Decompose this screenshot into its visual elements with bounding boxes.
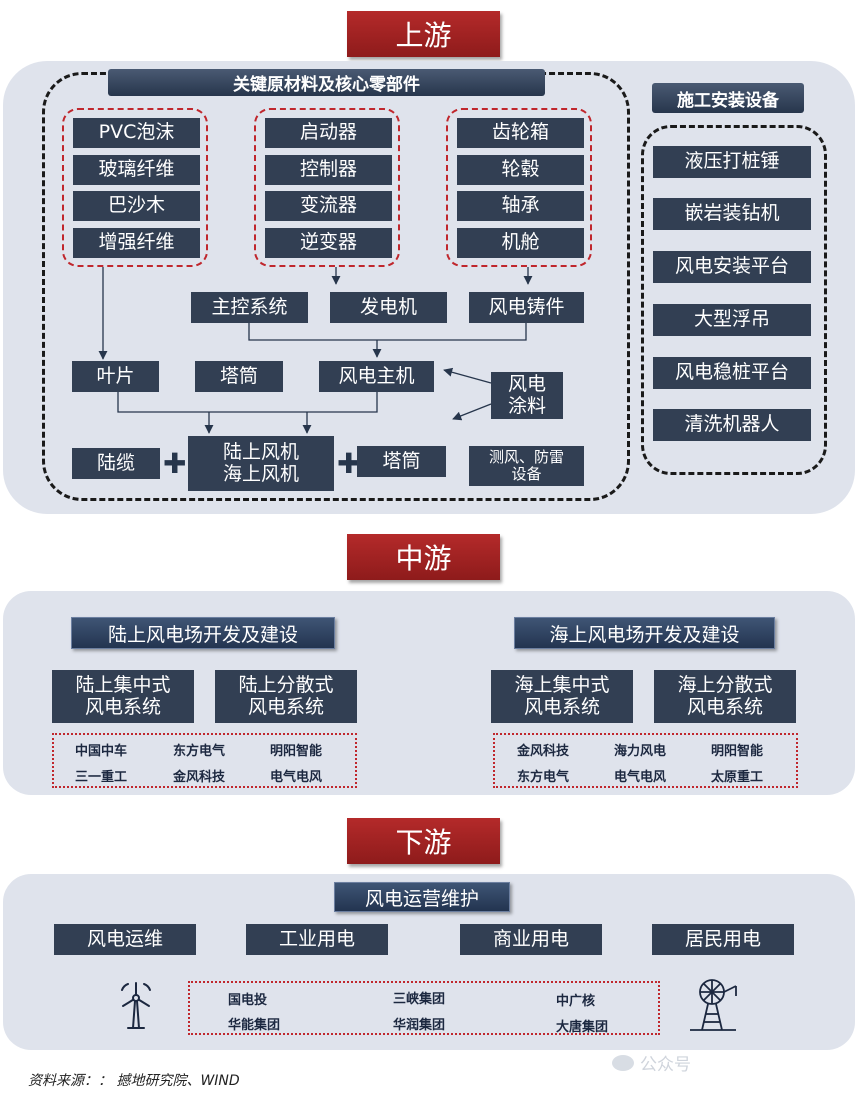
component-gearbox: 齿轮箱: [457, 118, 584, 148]
company-name: 电气电风: [270, 770, 323, 785]
install-item-installation-platform: 风电安装平台: [653, 251, 811, 283]
component-starter: 启动器: [265, 118, 392, 148]
downstream-header: 风电运营维护: [334, 882, 510, 912]
midstream-stage-label: 中游: [347, 534, 500, 580]
install-header: 施工安装设备: [652, 83, 804, 113]
watermark-text: 公众号: [640, 1055, 691, 1075]
offshore-header: 海上风电场开发及建设: [514, 617, 775, 649]
main-control-system: 主控系统: [191, 292, 308, 323]
offshore-centralized-system: 海上集中式 风电系统: [491, 670, 633, 723]
component-controller: 控制器: [265, 155, 392, 185]
install-item-pile-platform: 风电稳桩平台: [653, 357, 811, 389]
install-item-rock-drill: 嵌岩装钻机: [653, 198, 811, 230]
use-wind-om: 风电运维: [54, 924, 196, 955]
company-name: 电气电风: [614, 770, 667, 785]
company-name: 三一重工: [75, 770, 128, 785]
component-nacelle: 机舱: [457, 228, 584, 258]
windmill-tower-icon: [690, 979, 737, 1031]
onshore-companies-box: [52, 733, 357, 788]
company-name: 金风科技: [173, 770, 226, 785]
material-reinforced-fiber: 增强纤维: [73, 228, 200, 258]
materials-group-1-outline: [62, 108, 208, 267]
wind-turbine-icon: [121, 982, 151, 1029]
downstream-companies-box: [188, 981, 660, 1035]
company-name: 太原重工: [711, 770, 764, 785]
offshore-distributed-system: 海上分散式 风电系统: [654, 670, 796, 723]
materials-group-2-outline: [254, 108, 400, 267]
company-name: 海力风电: [614, 744, 667, 759]
company-name: 东方电气: [173, 744, 226, 759]
generator: 发电机: [330, 292, 447, 323]
materials-header: 关键原材料及核心零部件: [108, 69, 545, 96]
wind-measure-lightning-equipment: 测风、防雷 设备: [469, 446, 584, 486]
material-pvc-foam: PVC泡沫: [73, 118, 200, 148]
turbine-box: 陆上风机 海上风机: [188, 436, 334, 491]
company-name: 三峡集团: [393, 992, 446, 1007]
company-name: 华润集团: [393, 1018, 446, 1033]
material-glass-fiber: 玻璃纤维: [73, 155, 200, 185]
source-note: 资料来源：： 撼地研究院、WIND: [28, 1073, 240, 1089]
install-item-cleaning-robot: 清洗机器人: [653, 409, 811, 441]
upstream-stage-label: 上游: [347, 11, 500, 57]
blade: 叶片: [72, 361, 159, 392]
main-unit: 风电主机: [319, 361, 434, 392]
land-cable: 陆缆: [72, 448, 160, 479]
onshore-header: 陆上风电场开发及建设: [71, 617, 335, 649]
wind-casting: 风电铸件: [469, 292, 584, 323]
component-inverter: 逆变器: [265, 228, 392, 258]
component-converter: 变流器: [265, 191, 392, 221]
use-commercial-power: 商业用电: [460, 924, 602, 955]
onshore-centralized-system: 陆上集中式 风电系统: [52, 670, 194, 723]
company-name: 东方电气: [517, 770, 570, 785]
wind-coating: 风电 涂料: [491, 372, 563, 419]
install-item-hydraulic-hammer: 液压打桩锤: [653, 146, 811, 178]
company-name: 明阳智能: [270, 744, 323, 759]
company-name: 国电投: [228, 993, 268, 1008]
watermark: 公众号: [612, 1050, 691, 1075]
plus-icon: ✚: [337, 447, 361, 480]
tower: 塔筒: [195, 361, 283, 392]
company-name: 明阳智能: [711, 744, 764, 759]
component-bearing: 轴承: [457, 191, 584, 221]
install-item-floating-crane: 大型浮吊: [653, 304, 811, 336]
onshore-distributed-system: 陆上分散式 风电系统: [215, 670, 357, 723]
wechat-icon: [612, 1054, 634, 1071]
company-name: 中广核: [556, 994, 596, 1009]
use-industrial-power: 工业用电: [246, 924, 388, 955]
component-hub: 轮毂: [457, 155, 584, 185]
company-name: 华能集团: [228, 1018, 281, 1033]
material-balsa-wood: 巴沙木: [73, 191, 200, 221]
use-residential-power: 居民用电: [652, 924, 794, 955]
company-name: 大唐集团: [556, 1020, 609, 1035]
tower-2: 塔筒: [357, 446, 446, 477]
company-name: 金风科技: [517, 744, 570, 759]
materials-group-3-outline: [446, 108, 592, 267]
offshore-companies-box: [493, 733, 798, 788]
plus-icon: ✚: [163, 447, 187, 480]
company-name: 中国中车: [75, 744, 128, 759]
downstream-stage-label: 下游: [347, 818, 500, 864]
install-dashed-region: [641, 125, 827, 475]
